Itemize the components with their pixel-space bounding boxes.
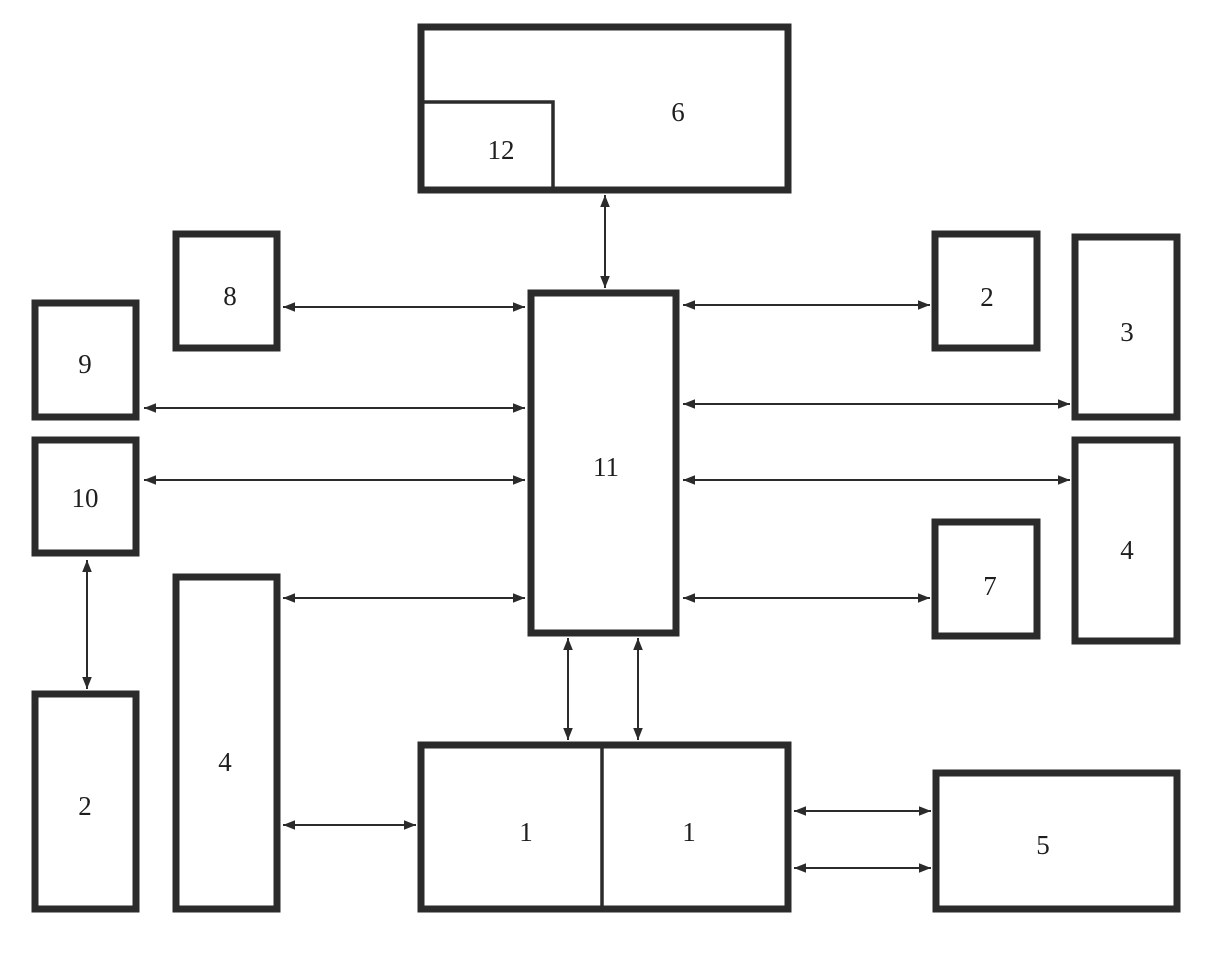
block-11: 11 xyxy=(527,289,680,637)
block-3: 3 xyxy=(1071,233,1181,421)
block-12: 12 xyxy=(424,100,555,188)
block-4-left-label: 4 xyxy=(218,747,232,777)
block-8-label: 8 xyxy=(223,281,237,311)
block-5: 5 xyxy=(932,769,1181,913)
block-1-left-label: 1 xyxy=(519,817,533,847)
block-8: 8 xyxy=(172,230,281,352)
block-2-bottom-left: 2 xyxy=(31,690,140,913)
block-5-label: 5 xyxy=(1036,830,1050,860)
connections xyxy=(82,195,1070,873)
block-4-right-label: 4 xyxy=(1120,535,1134,565)
block-4-right: 4 xyxy=(1071,436,1181,645)
block-10: 10 xyxy=(31,436,140,557)
block-2-top-right: 2 xyxy=(931,230,1041,352)
block-2-bottom-left-label: 2 xyxy=(78,791,92,821)
block-2-top-right-label: 2 xyxy=(980,282,994,312)
block-12-label: 12 xyxy=(488,135,515,165)
block-11-label: 11 xyxy=(593,452,619,482)
block-6: 6 xyxy=(417,23,792,194)
block-3-label: 3 xyxy=(1120,317,1134,347)
block-7: 7 xyxy=(931,518,1041,640)
block-1-right-label: 1 xyxy=(682,817,696,847)
block-9-label: 9 xyxy=(78,349,92,379)
block-7-label: 7 xyxy=(983,571,997,601)
block-10-label: 10 xyxy=(72,483,99,513)
block-9: 9 xyxy=(31,299,140,421)
block-1-pair: 1 1 xyxy=(417,741,792,913)
block-6-label: 6 xyxy=(671,97,685,127)
block-4-left: 4 xyxy=(172,573,281,913)
